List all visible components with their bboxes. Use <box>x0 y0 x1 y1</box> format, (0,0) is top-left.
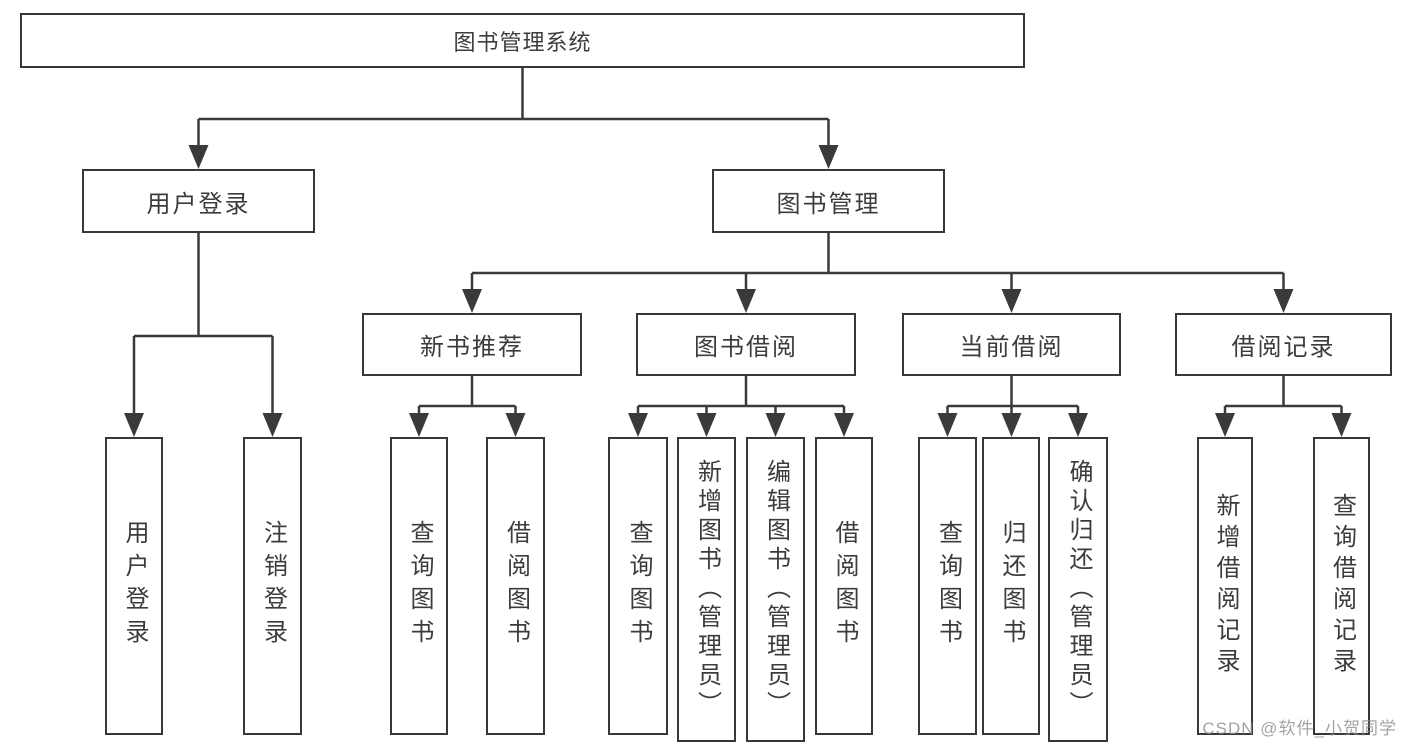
arrowhead <box>937 413 958 437</box>
node-leaf-add-borrow-record: 新增借阅记录 <box>1197 437 1253 735</box>
arrowhead <box>834 413 854 437</box>
node-leaf-query-books-recommend: 查询图书 <box>390 437 448 735</box>
arrowhead <box>462 289 482 313</box>
csdn-watermark: CSDN @软件_小贺同学 <box>1202 719 1397 738</box>
connector-book-management-to-level3 <box>470 233 1285 291</box>
connector-borrowing-records-to-leaves <box>1223 376 1343 415</box>
node-root: 图书管理系统 <box>20 13 1025 68</box>
leaf-label: 借阅图书 <box>502 520 530 652</box>
arrowhead <box>818 145 839 169</box>
connector-new-book-recommend-to-leaves <box>417 376 517 415</box>
node-book-borrowing-label: 图书借阅 <box>694 334 798 361</box>
connector-current-borrowing-to-leaves <box>946 376 1080 415</box>
arrowhead <box>1331 413 1352 437</box>
leaf-label: 查询借阅记录 <box>1328 493 1356 679</box>
arrowhead <box>1215 413 1235 437</box>
node-user-login-label: 用户登录 <box>146 190 251 218</box>
leaf-label: 新增图书（管理员） <box>693 459 721 720</box>
node-new-book-recommend-label: 新书推荐 <box>420 334 524 361</box>
node-book-management: 图书管理 <box>712 169 945 233</box>
node-leaf-logout: 注销登录 <box>243 437 302 735</box>
node-borrowing-records: 借阅记录 <box>1175 313 1392 376</box>
node-new-book-recommend: 新书推荐 <box>362 313 582 376</box>
arrowhead <box>1068 413 1088 437</box>
node-leaf-user-login: 用户登录 <box>105 437 163 735</box>
node-leaf-query-borrow-record: 查询借阅记录 <box>1313 437 1370 735</box>
connector-user-login-to-leaves <box>132 233 274 415</box>
leaf-label: 注销登录 <box>259 520 287 652</box>
arrowhead <box>736 289 756 313</box>
leaf-label: 用户登录 <box>121 520 148 652</box>
node-leaf-add-books-admin: 新增图书（管理员） <box>677 437 736 742</box>
arrowhead <box>628 413 648 437</box>
node-leaf-confirm-return-admin: 确认归还（管理员） <box>1048 437 1108 742</box>
arrowhead <box>124 413 144 437</box>
arrowhead <box>262 413 283 437</box>
connector-book-borrowing-to-leaves <box>636 376 846 415</box>
arrowhead <box>696 413 717 437</box>
arrowheads <box>124 145 1352 437</box>
connector-root-to-level2 <box>197 68 830 147</box>
leaf-label: 查询图书 <box>625 520 652 652</box>
leaf-label: 确认归还（管理员） <box>1065 459 1092 720</box>
arrowhead <box>188 145 209 169</box>
node-book-borrowing: 图书借阅 <box>636 313 856 376</box>
node-book-management-label: 图书管理 <box>776 190 881 218</box>
node-leaf-return-books: 归还图书 <box>982 437 1040 735</box>
node-leaf-borrow-books-borrowing: 借阅图书 <box>815 437 873 735</box>
arrowhead <box>409 413 429 437</box>
node-leaf-query-books-current: 查询图书 <box>918 437 977 735</box>
node-leaf-edit-books-admin: 编辑图书（管理员） <box>746 437 805 742</box>
node-user-login: 用户登录 <box>82 169 315 233</box>
node-root-label: 图书管理系统 <box>453 29 592 55</box>
leaf-label: 新增借阅记录 <box>1212 493 1239 679</box>
leaf-label: 查询图书 <box>934 520 962 652</box>
leaf-label: 编辑图书（管理员） <box>762 459 790 720</box>
node-current-borrowing-label: 当前借阅 <box>959 334 1064 361</box>
leaf-label: 借阅图书 <box>831 520 858 652</box>
node-leaf-borrow-books-recommend: 借阅图书 <box>486 437 545 735</box>
arrowhead <box>1001 413 1022 437</box>
leaf-label: 归还图书 <box>998 520 1025 652</box>
node-leaf-query-books-borrowing: 查询图书 <box>608 437 668 735</box>
node-current-borrowing: 当前借阅 <box>902 313 1121 376</box>
arrowhead <box>1001 289 1022 313</box>
node-borrowing-records-label: 借阅记录 <box>1231 334 1336 361</box>
arrowhead <box>1273 289 1294 313</box>
arrowhead <box>765 413 786 437</box>
arrowhead <box>505 413 526 437</box>
leaf-label: 查询图书 <box>406 520 433 652</box>
